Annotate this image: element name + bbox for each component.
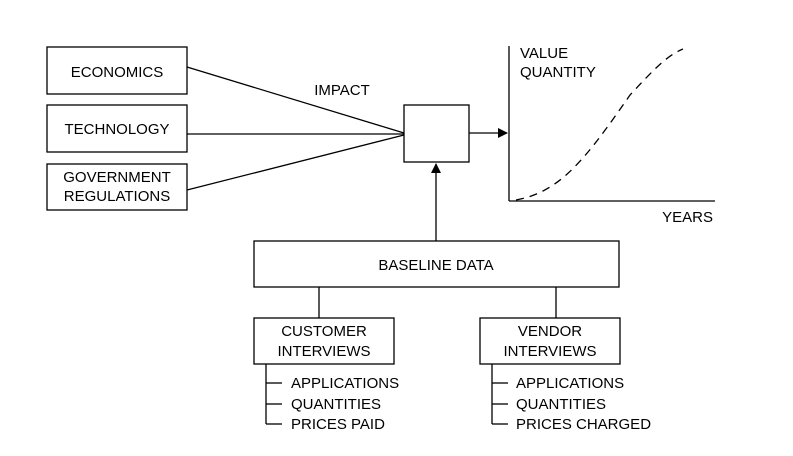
- customer-interviews-box: CUSTOMER INTERVIEWS: [253, 317, 395, 365]
- government-connector: [186, 134, 405, 191]
- customer-title-line1: CUSTOMER: [281, 323, 367, 340]
- impact-box: [403, 104, 470, 163]
- customer-title-line2: INTERVIEWS: [277, 343, 370, 360]
- economics-connector: [186, 66, 405, 134]
- customer-item: APPLICATIONS: [291, 375, 399, 392]
- chart-x-label: YEARS: [662, 209, 713, 226]
- economics-box: ECONOMICS: [46, 46, 188, 95]
- customer-item: QUANTITIES: [291, 396, 381, 413]
- forecast-chart: VALUE QUANTITY YEARS: [508, 45, 715, 226]
- vendor-item: PRICES CHARGED: [516, 416, 651, 433]
- vendor-title-line1: VENDOR: [518, 323, 582, 340]
- vendor-item: QUANTITIES: [516, 396, 606, 413]
- government-label-line2: REGULATIONS: [64, 188, 170, 205]
- technology-box: TECHNOLOGY: [46, 104, 188, 153]
- technology-label: TECHNOLOGY: [64, 121, 169, 138]
- impact-label: IMPACT: [314, 82, 370, 99]
- customer-item-list: APPLICATIONS QUANTITIES PRICES PAID: [265, 364, 399, 433]
- baseline-label: BASELINE DATA: [378, 257, 493, 274]
- vendor-item-list: APPLICATIONS QUANTITIES PRICES CHARGED: [491, 364, 651, 433]
- government-regulations-box: GOVERNMENT REGULATIONS: [46, 163, 188, 211]
- economics-label: ECONOMICS: [71, 64, 164, 81]
- chart-y-label-line1: VALUE: [520, 45, 568, 62]
- baseline-data-box: BASELINE DATA: [253, 240, 620, 288]
- vendor-title-line2: INTERVIEWS: [503, 343, 596, 360]
- forecast-curve: [515, 48, 684, 201]
- customer-item: PRICES PAID: [291, 416, 385, 433]
- vendor-item: APPLICATIONS: [516, 375, 624, 392]
- vendor-interviews-box: VENDOR INTERVIEWS: [479, 317, 621, 365]
- government-label-line1: GOVERNMENT: [63, 169, 171, 186]
- chart-y-label-line2: QUANTITY: [520, 64, 596, 81]
